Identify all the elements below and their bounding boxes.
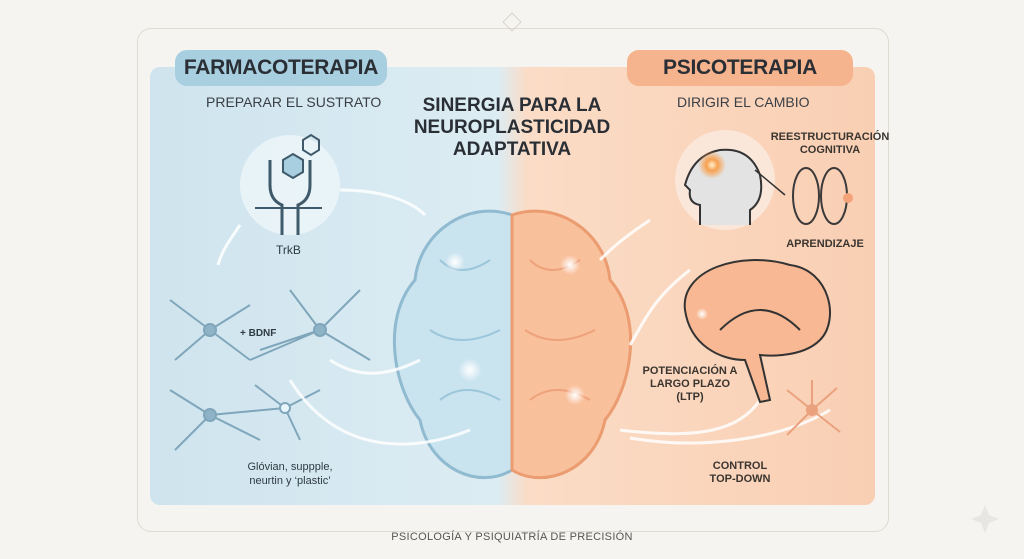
footer-caption: PSICOLOGÍA Y PSIQUIATRÍA DE PRECISIÓN (391, 531, 633, 543)
sparkle-icon (971, 505, 999, 533)
diamond-ornament (502, 12, 522, 32)
farmacoterapia-label: FARMACOTERAPIA (175, 50, 387, 86)
right-subtitle: DIRIGIR EL CAMBIO (677, 94, 810, 110)
main-title: SINERGIA PARA LA NEUROPLASTICIDAD ADAPTA… (413, 95, 611, 160)
outer-frame (137, 28, 889, 532)
flow-arrows (216, 188, 831, 446)
learning-label: APRENDIZAJE (786, 238, 864, 250)
orange-neuron-icon (786, 380, 841, 436)
left-subtitle: PREPARAR EL SUSTRATO (206, 94, 382, 110)
plasticity-caption: Glóvian, suppple, neurtin y ‘plastic’ (247, 461, 333, 487)
psicoterapia-label: PSICOTERAPIA (627, 50, 853, 86)
ltp-label: POTENCIACIÓN A LARGO PLAZO (LTP) (642, 365, 738, 403)
brain-topview-icon (792, 167, 853, 225)
control-label: CONTROL TOP-DOWN (709, 460, 771, 485)
trkb-label: TrkB (276, 243, 301, 257)
neurons-illustration (169, 289, 371, 451)
central-brain-illustration (393, 209, 632, 480)
restructuring-label: REESTRUCTURACIÓN COGNITIVA (770, 131, 890, 156)
head-profile-icon (675, 130, 786, 230)
sagittal-brain-icon (683, 259, 831, 404)
bdnf-label: + BDNF (240, 328, 277, 339)
trkb-receptor-icon (240, 133, 340, 235)
